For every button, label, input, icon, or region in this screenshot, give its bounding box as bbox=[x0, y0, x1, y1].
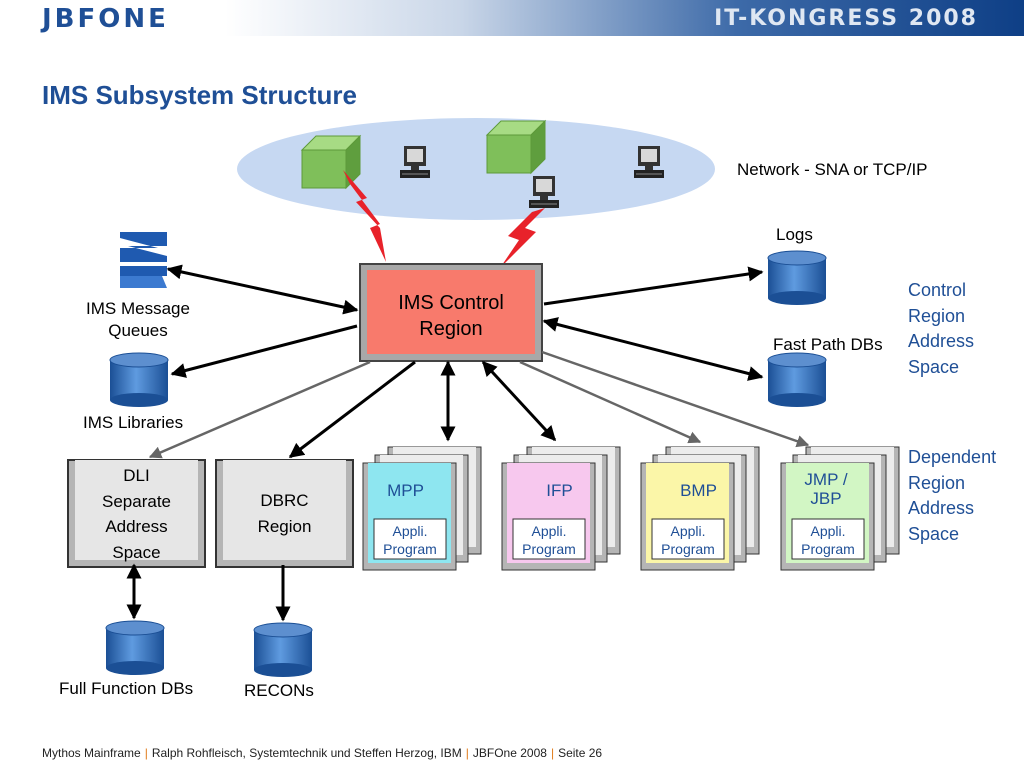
dli-box bbox=[75, 460, 198, 560]
lightning-icon bbox=[500, 208, 545, 268]
control-region-label: IMS Control Region bbox=[398, 292, 504, 340]
network-node-icon bbox=[486, 120, 546, 174]
region-stack-jmp bbox=[780, 446, 900, 571]
control-space-label: Control Region Address Space bbox=[908, 280, 975, 377]
jbfone-logo: JBFONE bbox=[42, 4, 169, 34]
message-queues-label: IMS Message Queues bbox=[86, 299, 190, 340]
logs-label: Logs bbox=[776, 225, 813, 244]
arrow-fastpath bbox=[542, 317, 764, 381]
recons-cylinder bbox=[253, 622, 313, 678]
ims-libraries-label: IMS Libraries bbox=[83, 413, 184, 432]
program-label-jmp: Appli. Program bbox=[801, 523, 855, 557]
arrow-jmp bbox=[541, 350, 810, 448]
footer: Mythos Mainframe|Ralph Rohfleisch, Syste… bbox=[42, 746, 602, 760]
region-name-mpp: MPP bbox=[387, 481, 424, 500]
lightning-icon bbox=[343, 170, 386, 262]
arrow-dli bbox=[148, 360, 371, 459]
recons-label: RECONs bbox=[244, 681, 314, 700]
region-stack-ifp bbox=[501, 446, 621, 571]
terminal-icon bbox=[633, 145, 665, 179]
control-region-box bbox=[367, 270, 535, 354]
arrow-dbrc bbox=[288, 360, 416, 459]
program-label-bmp: Appli. Program bbox=[661, 523, 715, 557]
dli-box-label: DLI Separate Address Space bbox=[102, 466, 171, 562]
ims-libraries-cylinder bbox=[109, 352, 169, 408]
logs-cylinder bbox=[767, 250, 827, 306]
footer-separator: | bbox=[550, 746, 555, 760]
footer-part: JBFOne 2008 bbox=[472, 746, 547, 760]
message-queue-icon bbox=[120, 232, 167, 288]
full-function-label: Full Function DBs bbox=[59, 679, 194, 698]
header-banner: JBFONE IT-KONGRESS 2008 bbox=[0, 0, 1024, 36]
event-title: IT-KONGRESS 2008 bbox=[714, 6, 978, 31]
fast-path-label: Fast Path DBs bbox=[773, 335, 883, 354]
dbrc-box-label: DBRC Region bbox=[257, 491, 312, 536]
region-name-jmp: JMP / JBP bbox=[804, 470, 848, 508]
dependent-space-label: Dependent Region Address Space bbox=[908, 447, 997, 544]
dbrc-box bbox=[223, 460, 346, 560]
program-label-mpp: Appli. Program bbox=[383, 523, 437, 557]
terminal-icon bbox=[399, 145, 431, 179]
page-title: IMS Subsystem Structure bbox=[42, 80, 357, 110]
arrow-logs bbox=[543, 266, 764, 306]
arrow-queues bbox=[166, 264, 359, 315]
arrow-bmp bbox=[519, 360, 702, 444]
arrow-ifp bbox=[481, 360, 557, 442]
footer-separator: | bbox=[144, 746, 148, 760]
full-function-cylinder bbox=[105, 620, 165, 676]
terminal-icon bbox=[528, 175, 560, 209]
program-label-ifp: Appli. Program bbox=[522, 523, 576, 557]
footer-part: Seite 26 bbox=[558, 746, 603, 760]
network-label: Network - SNA or TCP/IP bbox=[737, 160, 928, 179]
region-stack-mpp bbox=[362, 446, 482, 571]
footer-separator: | bbox=[465, 746, 469, 760]
footer-part: Mythos Mainframe bbox=[42, 746, 141, 760]
region-name-ifp: IFP bbox=[546, 481, 573, 500]
arrow-libraries bbox=[170, 324, 358, 378]
footer-part: Ralph Rohfleisch, Systemtechnik und Stef… bbox=[151, 746, 462, 760]
region-stack-bmp bbox=[640, 446, 760, 571]
region-name-bmp: BMP bbox=[680, 481, 717, 500]
fast-path-cylinder bbox=[767, 352, 827, 408]
